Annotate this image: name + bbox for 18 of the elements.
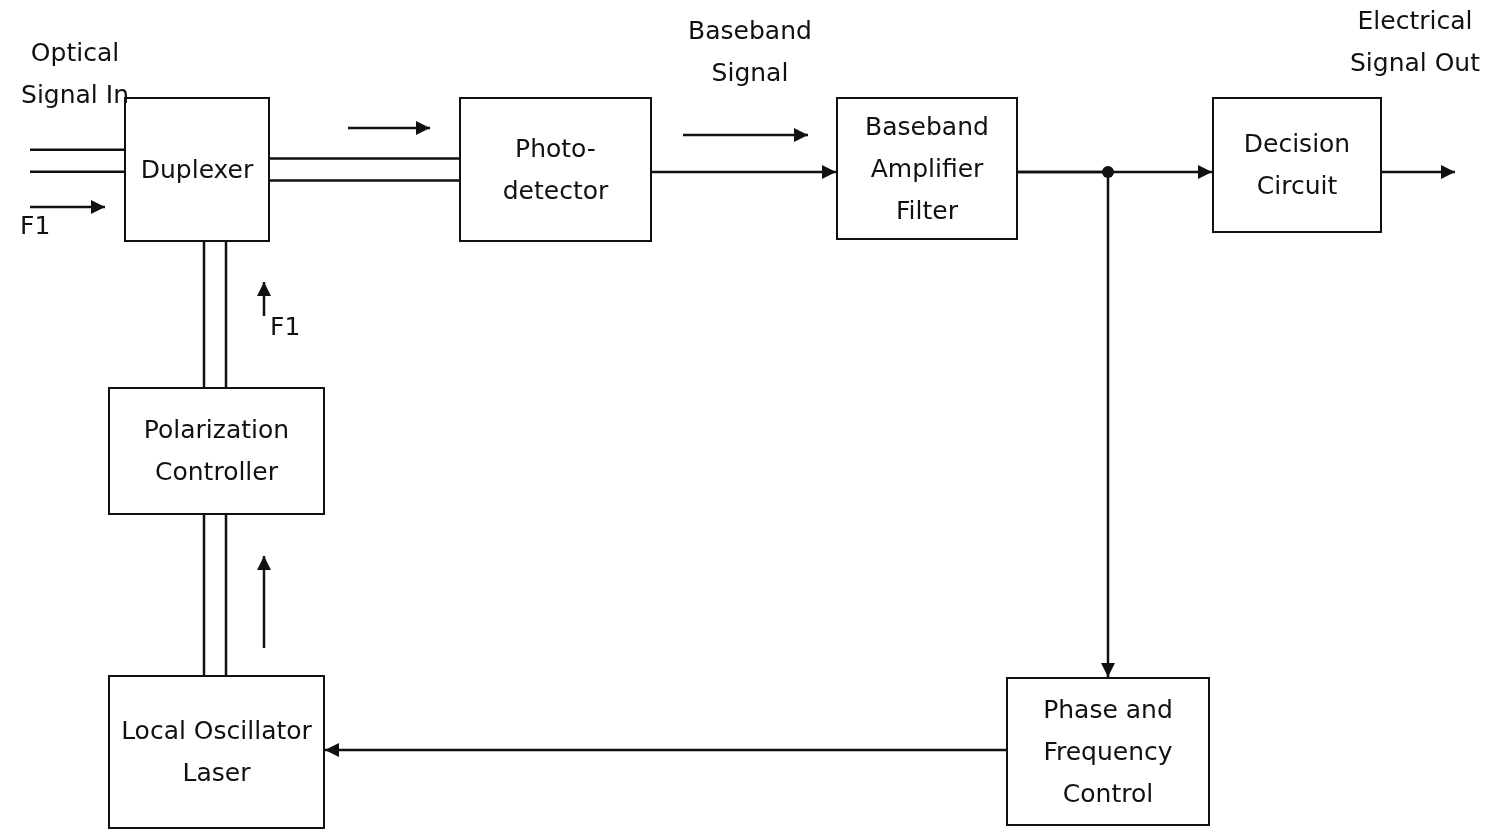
- decision-box: Decision Circuit: [1212, 97, 1382, 233]
- signal-label: Electrical Signal Out: [1348, 5, 1482, 79]
- frequency-label: F1: [20, 210, 52, 242]
- amplifier-box: Baseband Amplifier Filter: [836, 97, 1018, 240]
- optical-fiber: [202, 513, 228, 677]
- arrow: [325, 743, 1006, 757]
- optical-fiber: [202, 240, 228, 389]
- laser-box: Local Oscillator Laser: [108, 675, 325, 829]
- arrow: [1382, 165, 1455, 179]
- optical-fiber: [28, 148, 126, 174]
- photodetector-box: Photo- detector: [459, 97, 652, 242]
- duplexer-box: Duplexer: [124, 97, 270, 242]
- controller-box: Polarization Controller: [108, 387, 325, 515]
- frequency-label: F1: [270, 311, 302, 343]
- arrow: [652, 165, 836, 179]
- arrow: [1018, 170, 1115, 677]
- signal-label: Baseband Signal: [687, 15, 813, 89]
- control-box: Phase and Frequency Control: [1006, 677, 1210, 826]
